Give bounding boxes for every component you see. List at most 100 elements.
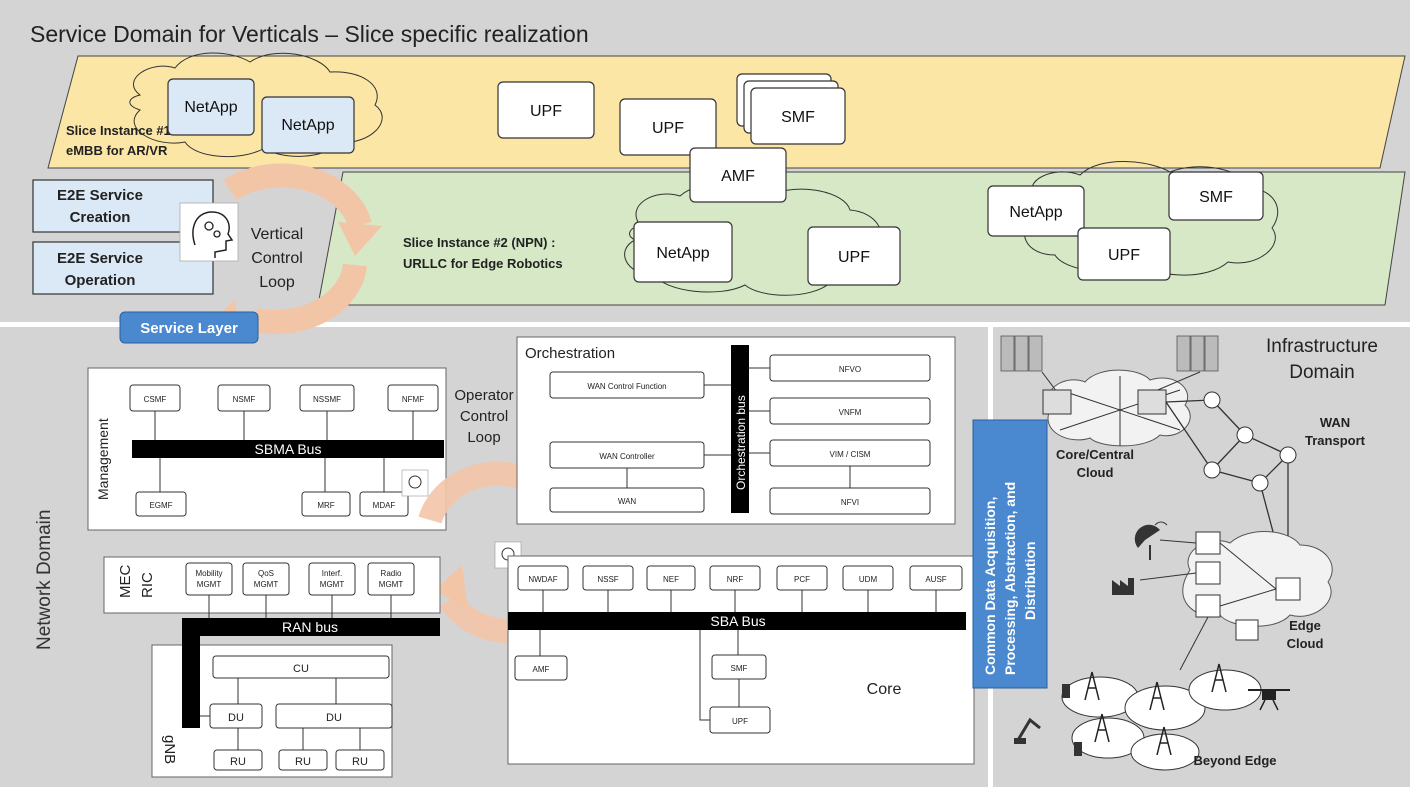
connector (1219, 542, 1277, 590)
wan-transport-graph (1165, 391, 1297, 589)
ru-box (335, 749, 385, 771)
mec-label: MEC (117, 565, 134, 599)
phone-icon (1074, 742, 1082, 756)
server-rack-icon (1000, 335, 1043, 372)
cloud-icon (1024, 161, 1279, 276)
egmf-box (135, 491, 187, 517)
common-data-line3: Distribution (1022, 541, 1038, 620)
ru-label: RU (230, 756, 246, 768)
core-functions: NWDAF NSSF NEF NRF PCF UDM AUSF (517, 565, 963, 591)
netapp-label: NetApp (656, 245, 709, 262)
e2e-operation-line1: E2E Service (57, 250, 143, 267)
nfvi-label: NFVI (841, 498, 859, 507)
du-label: DU (326, 712, 342, 724)
slice-2-label-line2: URLLC for Edge Robotics (403, 256, 563, 271)
amf-box (689, 147, 787, 203)
core-cloud-line2: Cloud (1077, 465, 1114, 480)
netapp-box (261, 96, 355, 154)
netapp-label: NetApp (184, 99, 237, 116)
connector (1219, 588, 1277, 607)
nfvi-box (769, 487, 931, 515)
vertical-loop-arrowhead (338, 222, 382, 256)
netapp-box (167, 78, 255, 136)
connector (1041, 371, 1058, 393)
slice-2-label-line1: Slice Instance #2 (NPN) : (403, 235, 555, 250)
operator-loop-line1: Operator (454, 387, 513, 404)
sba-bus (508, 612, 966, 630)
network-domain-title: Network Domain (34, 510, 55, 650)
cell-tower-icon (1084, 663, 1227, 756)
core-cloud-icon (1047, 369, 1191, 447)
satellite-dish-icon (1134, 521, 1168, 560)
gnb-label: gNB (161, 735, 178, 764)
ausf-label: AUSF (925, 575, 946, 584)
wan-transport-line2: Transport (1305, 433, 1366, 448)
orchestration-title: Orchestration (525, 345, 615, 362)
nssmf-label: NSSMF (313, 395, 341, 404)
slice-1-label-line2: eMBB for AR/VR (66, 143, 168, 158)
head-gears-icon (192, 211, 234, 258)
mobility-mgmt-line2: MGMT (197, 580, 222, 589)
vertical-loop-line2: Control (251, 250, 303, 267)
csmf-label: CSMF (144, 395, 167, 404)
nfmf-label: NFMF (402, 395, 424, 404)
upf-box (619, 98, 717, 156)
vertical-loop-line1: Vertical (251, 226, 303, 243)
core-label: Core (867, 681, 902, 698)
radio-mgmt-box (367, 562, 415, 596)
smf-box (1168, 171, 1264, 221)
wan-transport-line1: WAN (1320, 415, 1350, 430)
ran-bus-vertical (182, 618, 200, 728)
switch-icon (1137, 389, 1167, 415)
cloud-icon (129, 52, 383, 158)
netapp-box (633, 221, 733, 283)
vim-cism-label: VIM / CISM (830, 450, 871, 459)
beyond-edge-label: Beyond Edge (1193, 753, 1276, 768)
upf-box (807, 226, 901, 286)
edge-node-box (1195, 561, 1221, 585)
mdaf-label: MDAF (373, 501, 396, 510)
slice-1-band (47, 55, 1406, 169)
edge-cloud-line2: Cloud (1287, 636, 1324, 651)
gear-icon (204, 221, 214, 231)
vnfm-label: VNFM (839, 408, 862, 417)
vertical-loop-line3: Loop (259, 274, 295, 291)
upf-label: UPF (530, 103, 562, 120)
upf-box (1077, 227, 1171, 281)
interf-mgmt-box (308, 562, 356, 596)
edge-node-box (1275, 577, 1301, 601)
slice-1-label-line1: Slice Instance #1: (66, 123, 175, 138)
core-amf-box (514, 655, 568, 681)
netapp-box (987, 185, 1085, 237)
nfvo-label: NFVO (839, 365, 861, 374)
factory-icon (1112, 578, 1134, 595)
switch-icon (1042, 389, 1072, 415)
nef-label: NEF (663, 575, 679, 584)
edge-node-box (1235, 619, 1259, 641)
edge-node-box (1195, 594, 1221, 618)
wan-control-function-label: WAN Control Function (587, 382, 666, 391)
smf-label: SMF (781, 109, 815, 126)
infrastructure-title-line2: Domain (1289, 362, 1354, 383)
vertical-loop-arrow-top (223, 163, 372, 229)
connector (1139, 572, 1197, 581)
server-rack-icon (1176, 335, 1219, 372)
mrf-box (301, 491, 351, 517)
pcf-label: PCF (794, 575, 810, 584)
ran-bus (182, 618, 440, 636)
du-label: DU (228, 712, 244, 724)
nwdaf-label: NWDAF (528, 575, 557, 584)
management-top-functions: CSMF NSMF NSSMF NFMF (129, 384, 439, 412)
ric-functions: Mobility MGMT QoS MGMT Interf. MGMT Radi… (185, 562, 415, 596)
mobility-mgmt-line1: Mobility (195, 569, 222, 578)
service-domain-title: Service Domain for Verticals – Slice spe… (30, 21, 589, 47)
nssf-label: NSSF (597, 575, 618, 584)
interf-mgmt-line2: MGMT (320, 580, 345, 589)
sbma-bus (132, 440, 444, 458)
radio-mgmt-line1: Radio (381, 569, 402, 578)
vertical-loop-arrow-bottom (252, 263, 367, 335)
orchestration-bus (731, 345, 749, 513)
mobility-mgmt-box (185, 562, 233, 596)
